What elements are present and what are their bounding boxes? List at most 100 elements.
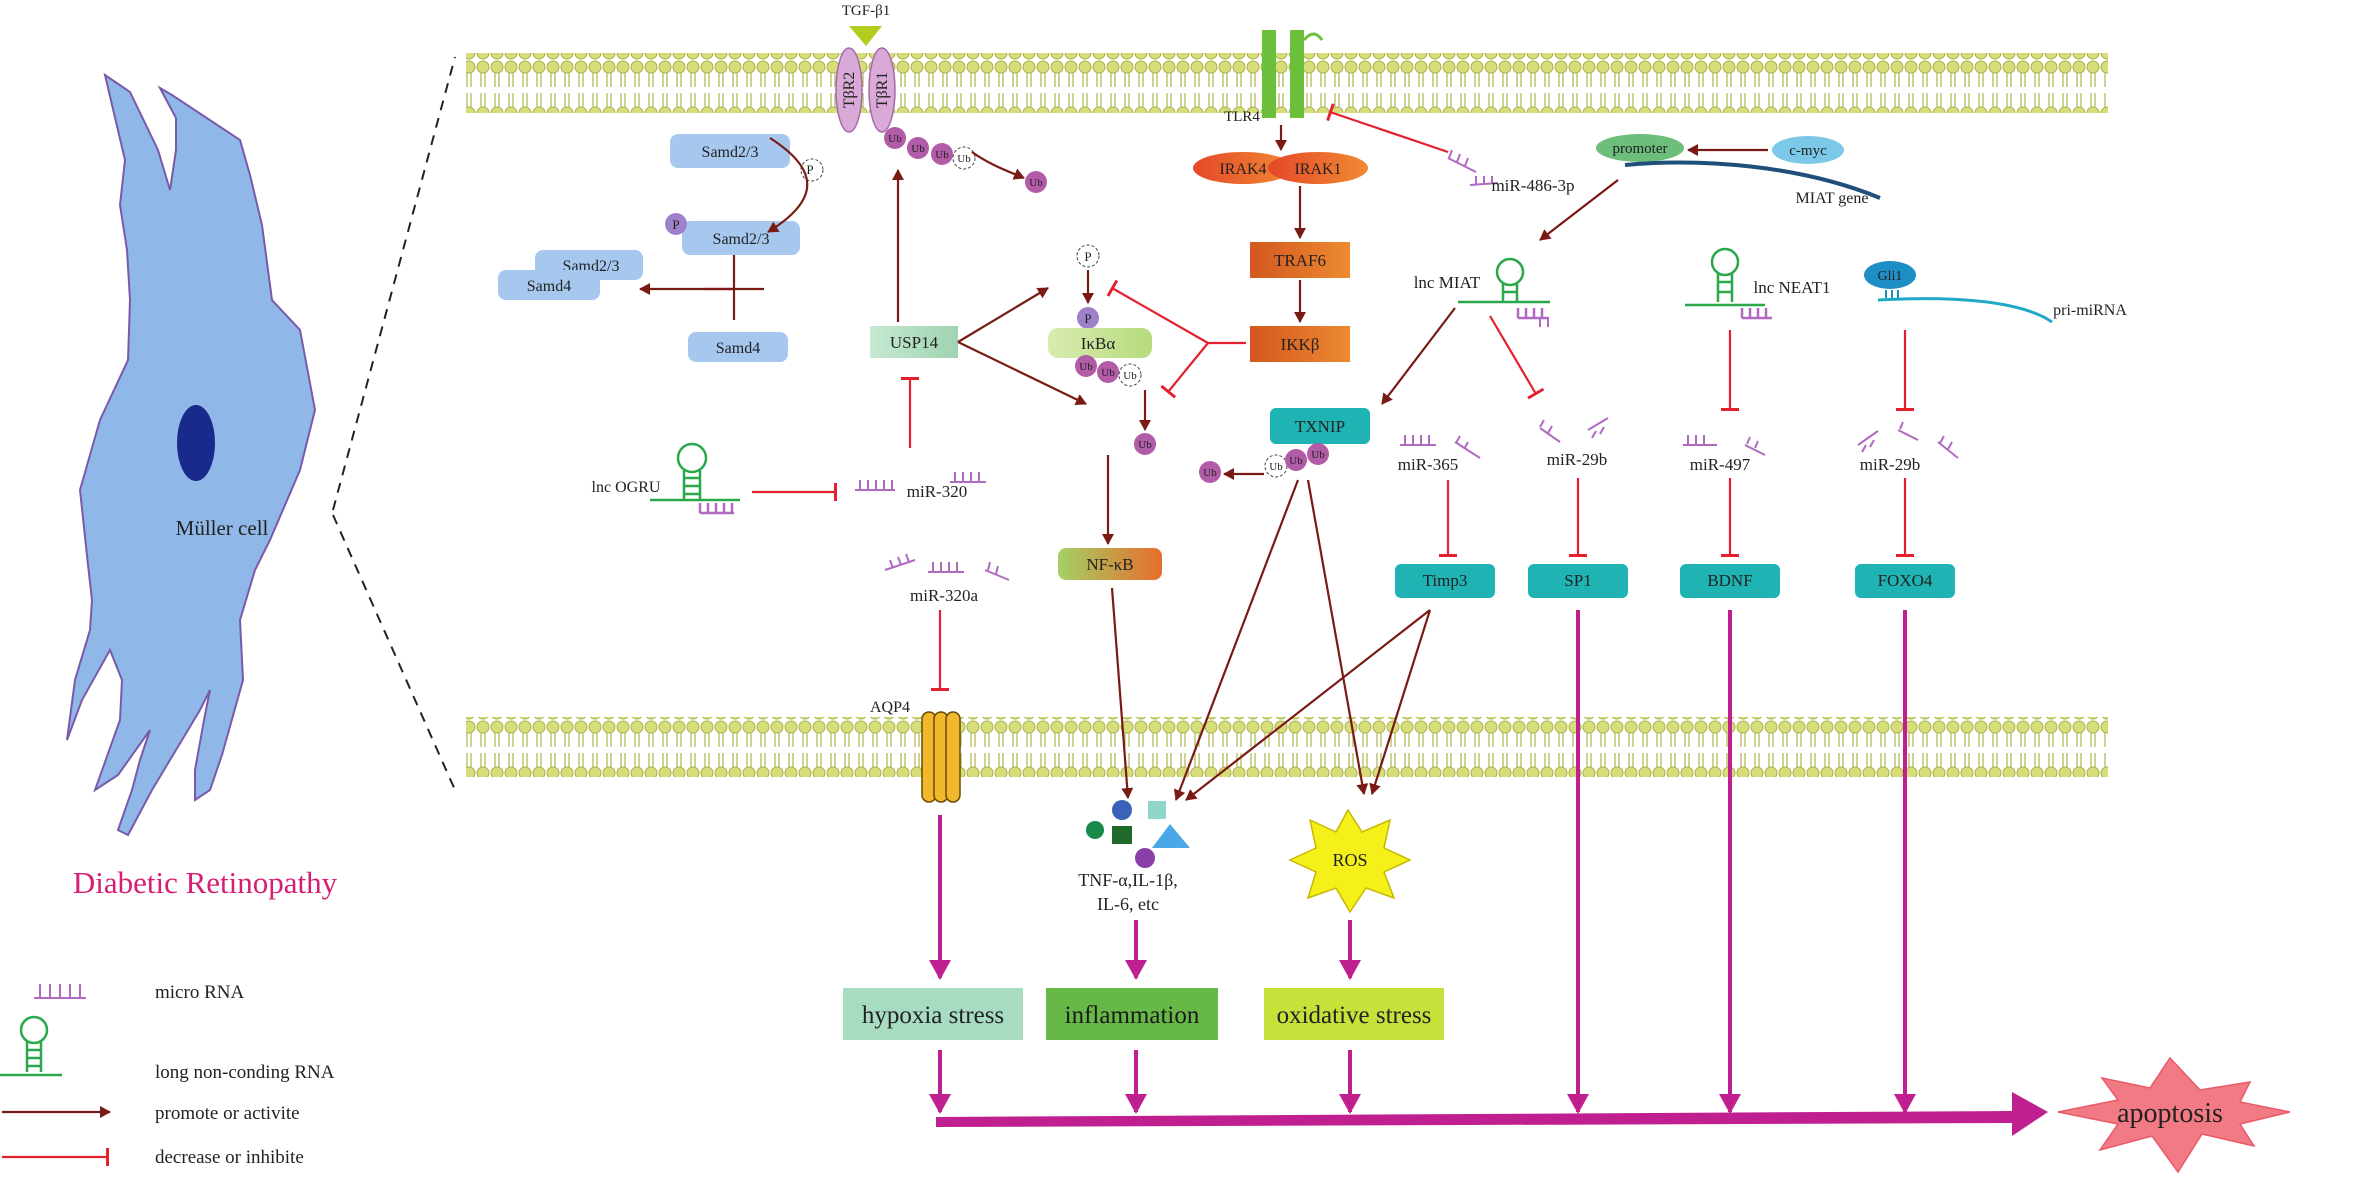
smad-label-e: Samd4 [716, 340, 760, 357]
ub-chain-ikba [1075, 355, 1156, 455]
foxo4-box [1855, 564, 1955, 598]
irak4-shape [1193, 152, 1293, 184]
tlr4-receptor [1262, 30, 1324, 118]
smad-box-e [688, 332, 788, 362]
ros-label: ROS [1332, 850, 1367, 870]
phospho-label-smad: P [672, 217, 679, 232]
mir29b-b-label: miR-29b [1860, 455, 1920, 474]
smad-box-d [498, 270, 600, 300]
ub-chain-txnip [1199, 443, 1329, 483]
apoptosis-label: apoptosis [2117, 1098, 2223, 1129]
ub-label-5: Ub [1029, 177, 1043, 189]
bdnf-box [1680, 564, 1780, 598]
lnc-ogru-label: lnc OGRU [592, 479, 661, 496]
phospho-dashed-smad [800, 158, 824, 182]
legend-lncrna-label: long non-conding RNA [155, 1062, 335, 1083]
ub-label-9: Ub [1138, 439, 1152, 451]
ub-label-1: Ub [888, 133, 902, 145]
tbr1-label: TβR1 [874, 72, 891, 109]
ikkb-box [1250, 326, 1350, 362]
zoom-line-bottom [332, 514, 456, 791]
ikkb-label: IKKβ [1281, 335, 1320, 354]
mirna-glyphs [855, 149, 1959, 581]
gli1-label: Gli1 [1878, 269, 1903, 284]
zoom-line-top [332, 56, 456, 511]
apoptosis-main-arrow [936, 1092, 2048, 1136]
plasma-membrane [466, 53, 2108, 113]
disease-title: Diabetic Retinopathy [73, 865, 338, 900]
ub-label-4: Ub [957, 153, 971, 165]
lnc-ogru-hairpin [650, 442, 740, 515]
tgf-receptor [835, 26, 896, 133]
timp3-label: Timp3 [1423, 571, 1468, 590]
phospho-dashed-ikba [1076, 244, 1100, 268]
ub-label-13: Ub [1203, 467, 1217, 479]
phospho-circle-smad [665, 213, 687, 235]
aqp4-label: AQP4 [870, 699, 910, 716]
hypoxia-box [843, 988, 1023, 1040]
legend-lncrna-icon [0, 1015, 62, 1077]
legend-mirna-icon [34, 984, 86, 999]
ikba-label: IκBα [1081, 334, 1116, 353]
mir497-label: miR-497 [1690, 455, 1751, 474]
apoptosis-burst [2057, 1056, 2291, 1174]
smad-label-b: Samd2/3 [713, 231, 770, 248]
mir486-label: miR-486-3p [1491, 176, 1574, 195]
phospho-ikba-label: P [1084, 311, 1091, 326]
final-arrows [929, 610, 1916, 1114]
cell-label: Müller cell [176, 516, 269, 540]
foxo4-label: FOXO4 [1878, 571, 1933, 590]
ub-label-3: Ub [935, 149, 949, 161]
promoter-shape [1596, 134, 1684, 162]
mir320a-label: miR-320a [910, 586, 978, 605]
smad-box-a [670, 134, 790, 168]
nfkb-label: NF-κB [1086, 555, 1133, 574]
legend-inhibit-label: decrease or inhibite [155, 1147, 304, 1168]
ros-star [1288, 808, 1412, 914]
legend-mirna-label: micro RNA [155, 982, 244, 1003]
tgf-ligand [849, 26, 882, 46]
inhibit-lines [752, 103, 1914, 691]
cytokine-shapes [1086, 800, 1190, 868]
timp3-box [1395, 564, 1495, 598]
oxidative-label: oxidative stress [1277, 1002, 1432, 1029]
inflammation-label: inflammation [1065, 1002, 1200, 1029]
gli1-shape [1864, 261, 1916, 289]
ub-label-8: Ub [1123, 370, 1137, 382]
aqp4-channel [921, 711, 961, 803]
hypoxia-label: hypoxia stress [862, 1002, 1004, 1029]
tbr2-label: TβR2 [841, 72, 858, 109]
phospho-circle-ikba [1077, 307, 1099, 329]
lnc-neat1-label: lnc NEAT1 [1754, 278, 1831, 297]
bdnf-label: BDNF [1707, 571, 1752, 590]
miat-gene-strand [1624, 160, 1881, 200]
ub-label-11: Ub [1289, 455, 1303, 467]
ikba-box [1048, 328, 1152, 358]
ub-chain-receptor [884, 127, 1047, 193]
miat-gene-label: MIAT gene [1795, 190, 1868, 207]
usp14-label: USP14 [890, 333, 939, 352]
lnc-miat-label: lnc MIAT [1414, 273, 1481, 292]
ub-label-7: Ub [1101, 367, 1115, 379]
cmyc-shape [1772, 136, 1844, 164]
cytokine-line2: IL-6, etc [1097, 894, 1159, 914]
inner-membrane [466, 717, 2108, 777]
irak1-shape [1268, 152, 1368, 184]
phospho-dashed-label: P [806, 162, 813, 177]
smad-label-d: Samd4 [527, 278, 571, 295]
cytokine-line1: TNF-α,IL-1β, [1078, 870, 1178, 890]
mir365-label: miR-365 [1398, 455, 1458, 474]
txnip-box [1270, 408, 1370, 444]
tgf-ligand-label: TGF-β1 [842, 3, 890, 19]
tlr4-label: TLR4 [1224, 109, 1260, 125]
mir29b-a-label: miR-29b [1547, 450, 1607, 469]
irak1-label: IRAK1 [1294, 161, 1341, 178]
ub-label-6: Ub [1079, 361, 1093, 373]
lnc-neat1-hairpin [1685, 247, 1772, 320]
txnip-label: TXNIP [1295, 417, 1345, 436]
muller-cell [66, 72, 317, 837]
ub-label-2: Ub [911, 143, 925, 155]
traf6-box [1250, 242, 1350, 278]
